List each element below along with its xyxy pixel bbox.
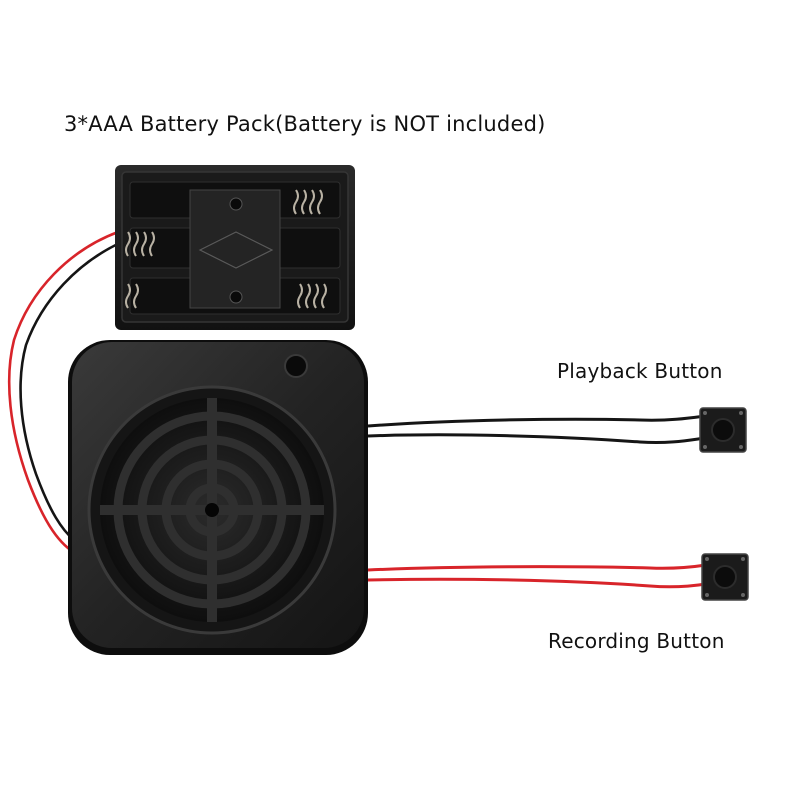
recording-wires [367, 563, 707, 589]
battery-pack [115, 165, 355, 330]
battery-springs [125, 189, 327, 309]
playback-button-label: Playback Button [557, 359, 723, 383]
playback-switch [699, 407, 747, 453]
speaker-grill [87, 385, 337, 635]
recording-button-label: Recording Button [548, 629, 725, 653]
battery-pack-label: 3*AAA Battery Pack(Battery is NOT includ… [64, 112, 546, 136]
battery-wires [7, 230, 123, 557]
speaker-module [68, 340, 368, 655]
playback-wires [367, 414, 706, 445]
recording-switch [701, 553, 749, 601]
